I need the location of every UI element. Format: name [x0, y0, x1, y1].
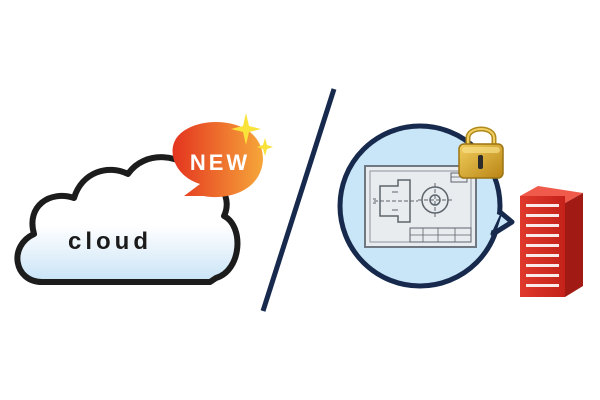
server-slot — [526, 284, 559, 287]
padlock-icon — [458, 126, 504, 179]
sparkle-icon — [231, 113, 273, 156]
technical-drawing-icon — [364, 165, 477, 248]
server-slot — [526, 264, 559, 267]
cloud-icon: cloud — [14, 154, 241, 285]
new-badge-icon: NEW — [172, 121, 263, 198]
server-slot — [526, 254, 559, 257]
server-slot — [526, 204, 559, 207]
divider-line — [260, 88, 337, 312]
server-slot — [526, 214, 559, 217]
server-slot — [526, 244, 559, 247]
cloud-label: cloud — [68, 228, 152, 255]
new-badge-label: NEW — [190, 150, 250, 175]
server-slot — [526, 234, 559, 237]
server-icon — [520, 186, 583, 297]
server-slot — [526, 224, 559, 227]
server-slot — [526, 274, 559, 277]
